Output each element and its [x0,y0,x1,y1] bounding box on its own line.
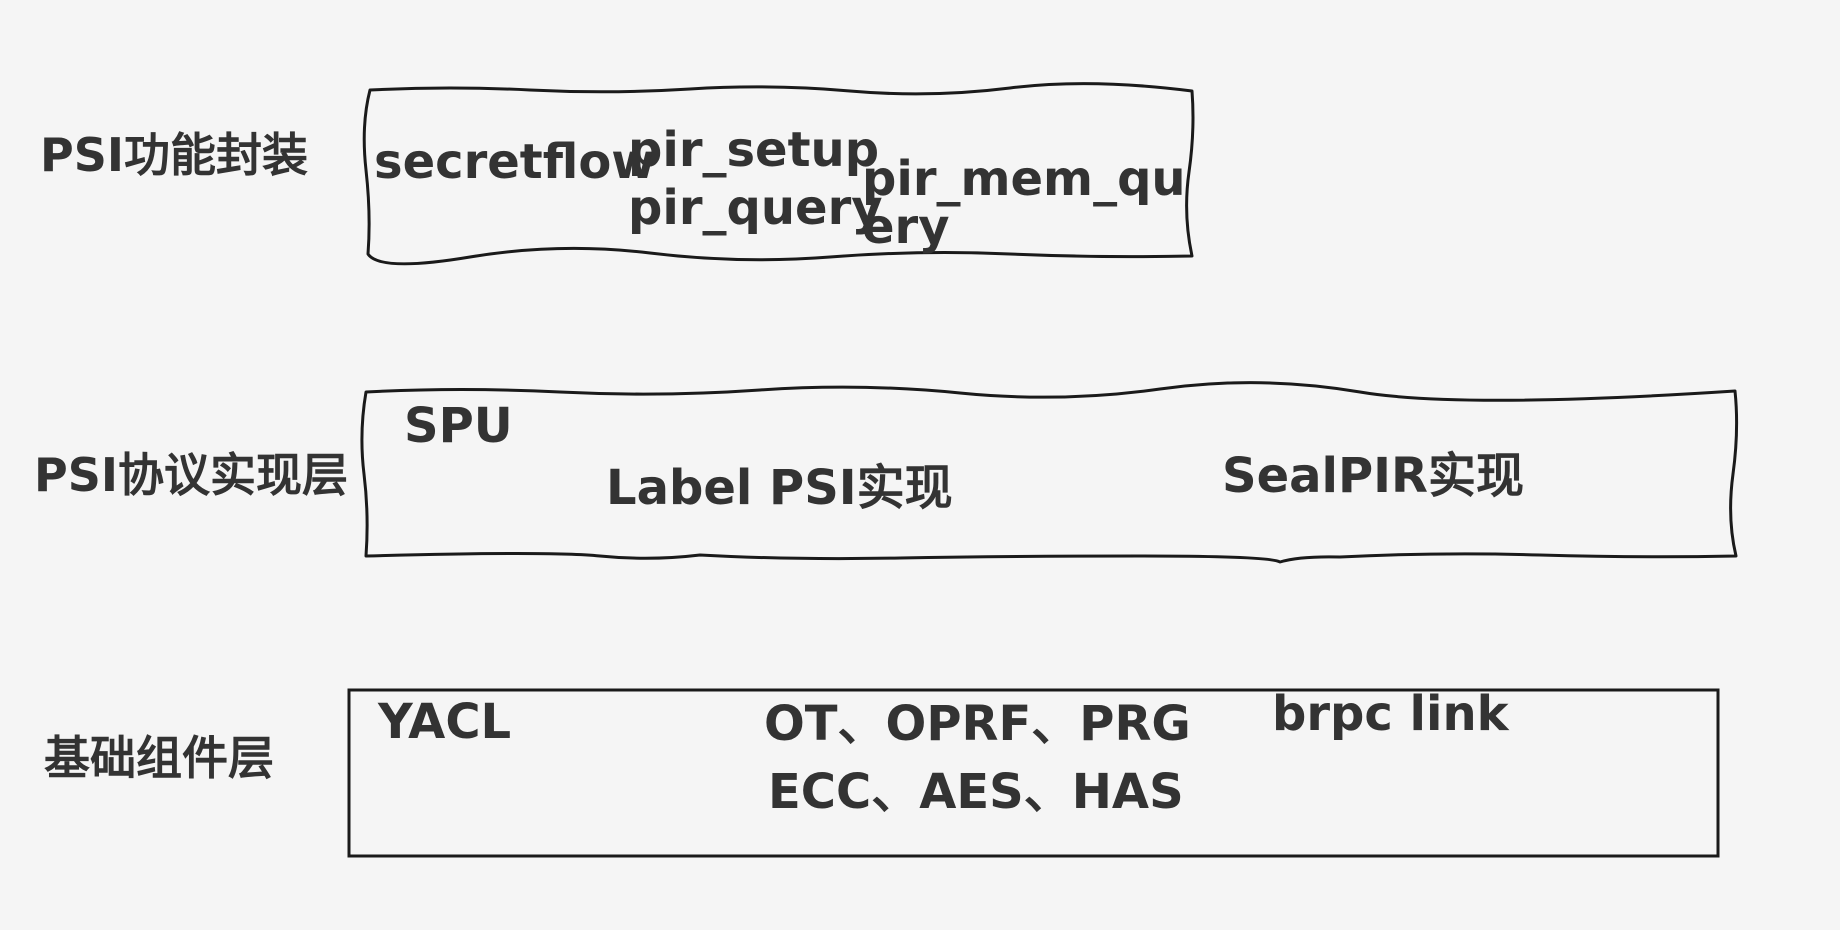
layer-label-psi-wrapper: PSI功能封装 [40,128,308,182]
item-pir-mem-query: pir_mem_query [862,151,1186,255]
layer-label-base-components: 基础组件层 [44,731,274,785]
item-label-psi: Label PSI实现 [606,460,953,516]
item-pir-setup: pir_setup [628,122,880,178]
item-sealpir: SealPIR实现 [1222,448,1524,504]
item-crypto-algorithms: ECC、AES、HAS [768,764,1184,820]
item-brpc-link: brpc link [1272,686,1509,742]
item-spu: SPU [404,398,513,454]
item-crypto-primitives: OT、OPRF、PRG [764,696,1191,752]
item-pir-query: pir_query [628,180,883,236]
item-secretflow: secretflow [374,134,656,190]
item-yacl: YACL [378,694,512,750]
layer-label-psi-protocol: PSI协议实现层 [34,448,348,502]
